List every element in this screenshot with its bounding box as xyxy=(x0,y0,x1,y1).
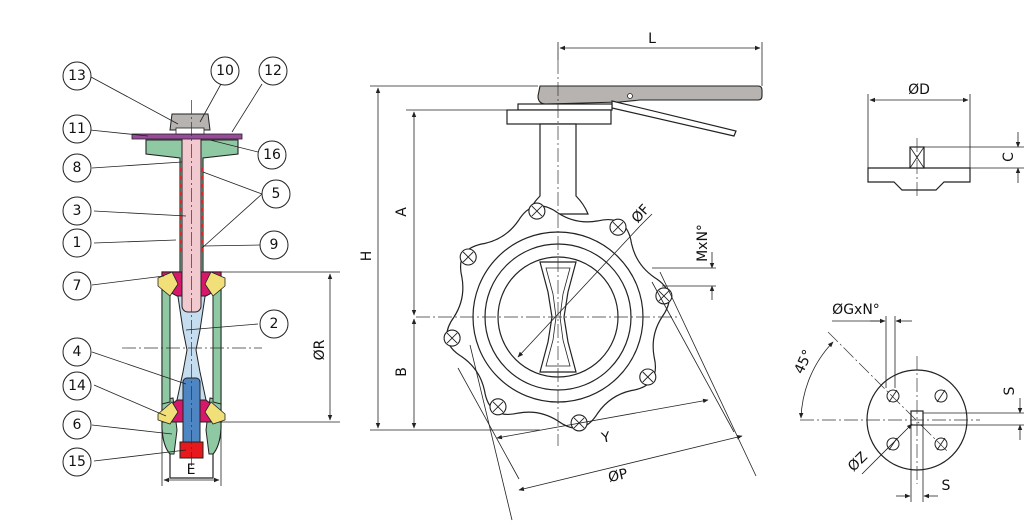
f-dimension-line xyxy=(517,225,641,358)
balloon-13: 13 xyxy=(62,61,92,91)
svg-text:12: 12 xyxy=(264,63,282,79)
f-dimension-label: ØF xyxy=(629,202,654,227)
bolt-hole xyxy=(489,398,507,416)
bushing-bottom-left xyxy=(157,401,179,425)
balloon-8: 8 xyxy=(62,153,92,183)
svg-text:7: 7 xyxy=(73,278,82,294)
angle-arc xyxy=(798,341,834,419)
p-extension-right xyxy=(659,271,757,477)
s1-dimension-label: S xyxy=(1002,386,1018,395)
bolt-hole xyxy=(609,218,627,236)
lever-pin xyxy=(627,93,633,99)
balloon-15: 15 xyxy=(62,447,92,477)
flange-hole xyxy=(886,437,900,451)
nut-washer xyxy=(175,127,205,135)
svg-text:9: 9 xyxy=(270,237,279,253)
svg-text:14: 14 xyxy=(68,378,86,394)
balloon-10: 10 xyxy=(210,56,240,86)
d-dimension-label: ØD xyxy=(908,82,930,98)
flange-view: 45° ØGxN° S S ØZ xyxy=(792,302,1024,502)
b-dimension-label: B xyxy=(394,367,410,377)
bushing-top-left xyxy=(157,271,179,297)
flange-holes xyxy=(886,389,948,451)
svg-text:3: 3 xyxy=(73,203,82,219)
h-dimension-label: H xyxy=(359,251,375,262)
balloon-1: 1 xyxy=(62,228,92,258)
mxn-dimension-label: MxN° xyxy=(695,224,711,262)
flange-hole xyxy=(934,389,948,403)
svg-text:13: 13 xyxy=(68,68,86,84)
top-flange xyxy=(506,109,612,125)
s2-dimension-label: S xyxy=(942,478,951,494)
flange-diagonal-axis xyxy=(827,331,949,453)
svg-text:11: 11 xyxy=(68,121,86,137)
a-dimension-label: A xyxy=(394,207,410,217)
bolt-hole xyxy=(655,287,673,305)
bushing-bottom-right xyxy=(204,401,226,425)
bolt-hole xyxy=(639,368,657,386)
svg-text:10: 10 xyxy=(216,63,234,79)
balloon-12: 12 xyxy=(258,56,288,86)
svg-text:2: 2 xyxy=(270,316,279,332)
svg-text:1: 1 xyxy=(73,235,82,251)
lever-handle xyxy=(537,85,763,105)
balloon-16: 16 xyxy=(257,140,287,170)
c-dimension-label: C xyxy=(1001,152,1017,162)
p-dimension-line xyxy=(518,435,743,491)
balloon-6: 6 xyxy=(62,410,92,440)
top-view: ØD C xyxy=(867,82,1024,196)
y-dimension-line xyxy=(496,398,709,440)
balloon-11: 11 xyxy=(62,114,92,144)
balloon-4: 4 xyxy=(62,337,92,367)
bushing-top-right xyxy=(204,271,226,297)
balloon-leaders xyxy=(89,76,263,462)
svg-text:16: 16 xyxy=(263,147,281,163)
svg-text:6: 6 xyxy=(73,417,82,433)
top-view-square-diag2 xyxy=(909,146,925,169)
latch-plate xyxy=(611,100,737,137)
balloon-14: 14 xyxy=(62,371,92,401)
e-dimension-label: E xyxy=(187,462,196,478)
p-dimension-label: ØP xyxy=(607,466,630,486)
bolt-hole xyxy=(459,248,477,266)
stem-nut xyxy=(169,113,211,131)
part-balloons: 13 10 12 11 16 8 5 3 9 1 7 2 4 14 6 15 xyxy=(62,56,291,477)
top-plate xyxy=(131,133,243,140)
svg-text:5: 5 xyxy=(272,186,281,202)
g-dimension-label: ØGxN° xyxy=(832,302,880,318)
bolt-hole xyxy=(443,329,461,347)
front-view: L H A B ØF MxN° Y ØP xyxy=(359,31,763,521)
p-extension-left xyxy=(469,344,513,521)
top-view-flange xyxy=(867,167,971,191)
disc-hourglass-inner xyxy=(545,267,571,367)
disc-hourglass xyxy=(539,261,577,373)
balloon-9: 9 xyxy=(259,230,289,260)
balloon-7: 7 xyxy=(62,271,92,301)
angle-label: 45° xyxy=(792,347,817,376)
bolt-hole xyxy=(528,202,546,220)
stem-cap xyxy=(517,103,613,111)
z-dimension-line xyxy=(861,423,913,475)
f-leader xyxy=(639,213,653,227)
svg-text:8: 8 xyxy=(73,160,82,176)
flange-hole xyxy=(886,389,900,403)
y-dimension-label: Y xyxy=(599,429,612,447)
balloon-3: 3 xyxy=(62,196,92,226)
l-dimension-label: L xyxy=(648,31,656,47)
svg-text:4: 4 xyxy=(73,344,82,360)
svg-text:15: 15 xyxy=(68,454,86,470)
r-dimension-label: ØR xyxy=(312,339,328,360)
balloon-2: 2 xyxy=(259,309,289,339)
front-neck xyxy=(527,123,589,215)
balloon-5: 5 xyxy=(261,179,291,209)
flange-hole xyxy=(934,437,948,451)
section-view: ØR E 13 10 xyxy=(62,56,340,486)
y-extension-right xyxy=(651,281,735,433)
z-dimension-label: ØZ xyxy=(845,449,871,475)
